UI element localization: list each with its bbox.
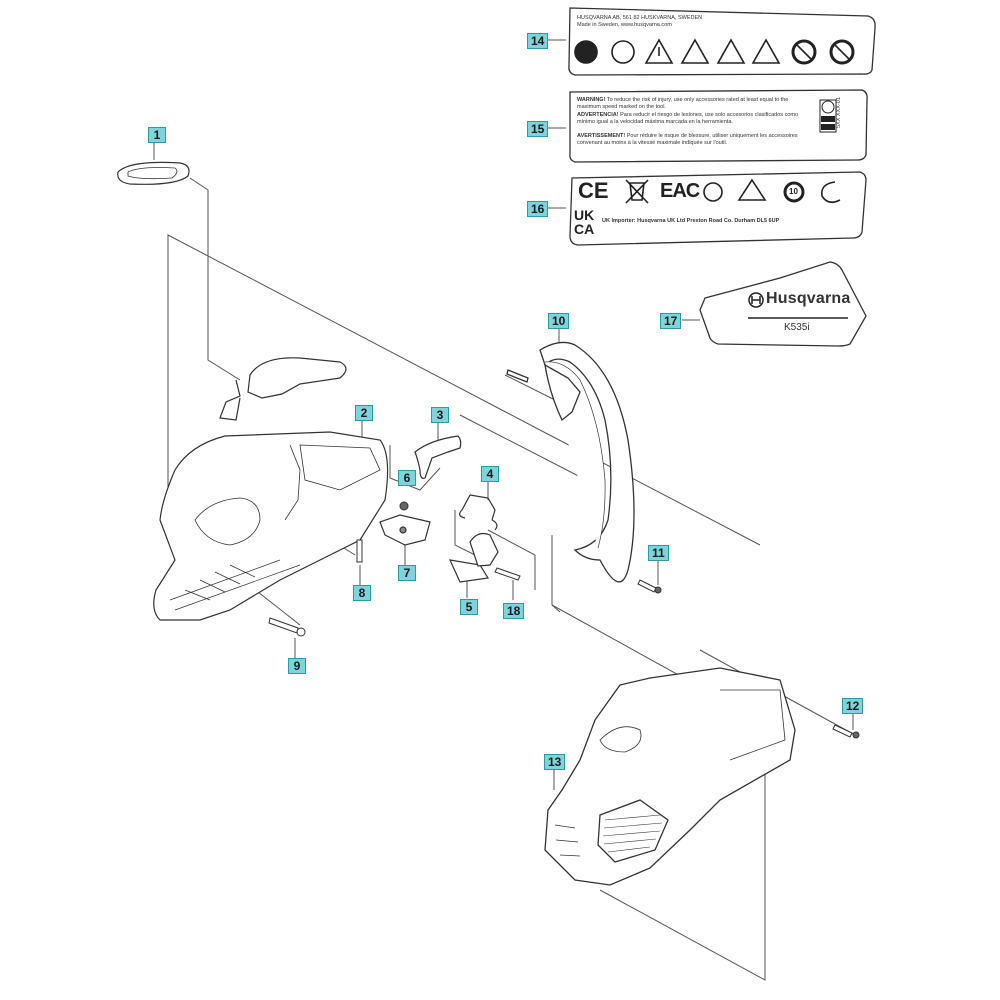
decal-14-safety[interactable] [568,7,876,76]
part-7-switch[interactable] [379,514,431,546]
warning-triangle-icon [644,38,674,64]
no-damaged-blade-icon [791,39,817,65]
callout-13[interactable]: 13 [544,754,566,770]
ce-mark: CE [578,178,609,203]
rcm-icon [737,178,767,201]
callout-5[interactable]: 5 [460,599,478,615]
callout-9[interactable]: 9 [288,658,306,674]
no-wood-cutting-icon [829,39,855,65]
assembly-line-4 [454,510,476,556]
part-3-throttle-trigger[interactable] [414,435,462,479]
decal-16-importer: UK Importer: Husqvarna UK Ltd Preston Ro… [602,218,780,224]
part-12-screw[interactable] [832,724,860,739]
part-5-throttle-lockout[interactable] [448,532,499,583]
eac-mark: EAC [660,180,700,202]
callout-12[interactable]: 12 [842,698,864,714]
ul-mark-icon [819,99,837,133]
decal-15-warning-text: To reduce the risk of injury, use only a… [577,97,789,110]
rohs-icon [703,182,723,202]
callout-16[interactable]: 16 [527,201,549,217]
part-13-starter-cover[interactable] [544,667,796,886]
decal-15-fr-label: AVERTISSEMENT! [577,133,626,139]
decal-15-text-fr: AVERTISSEMENT! Pour réduire le risque de… [577,133,807,146]
dust-warning-icon [716,38,746,64]
assembly-line-11 [551,535,561,613]
ukca-mark-ca: CA [574,221,595,237]
assembly-line-13 [599,690,766,981]
decal-14-line2: Made in Sweden, www.husqvarna.com [577,22,672,28]
decal-15-fr-text: Pour réduire le risque de blessure, util… [577,133,798,146]
part-9-screw[interactable] [268,617,306,637]
decal-14-icons [574,38,855,65]
decal-15-text-en: WARNING! To reduce the risk of injury, u… [577,97,807,110]
decal-15-text-es: ADVERTENCIA! Para reducir el riesgo de l… [577,112,807,125]
decal-17-brand-text: Husqvarna [766,290,851,307]
callout-17[interactable]: 17 [660,313,682,329]
decal-14-line1: HUSQVARNA AB, 561 82 HUSKVARNA, SWEDEN [577,15,703,21]
decal-15-part-code: 5XX XXX-01 [836,97,842,128]
callout-11[interactable]: 11 [648,545,669,561]
decal-15-es-text: Para reducir el riesgo de lesiones, use … [577,112,799,125]
part-11-screw[interactable] [637,579,662,594]
callout-1[interactable]: 1 [148,127,166,143]
husqvarna-logo-icon [748,292,764,308]
decal-17-brand[interactable] [699,261,867,347]
part-2-rear-housing[interactable] [153,357,389,621]
callout-7[interactable]: 7 [398,565,416,581]
callout-10[interactable]: 10 [548,313,570,329]
part-1-intake-grille[interactable] [117,161,190,185]
rohs-10-label: 10 [789,187,798,196]
ukca-mark-uk: UK [574,207,595,223]
assembly-line-housing [167,234,541,500]
assembly-line-18 [487,529,536,590]
c-tick-icon [820,181,841,204]
debris-warning-icon [751,38,781,64]
protective-gear-icon [611,40,635,64]
callout-14[interactable]: 14 [527,33,549,49]
part-4-spring[interactable] [459,494,498,531]
part-8-pin[interactable] [356,539,363,563]
callout-2[interactable]: 2 [355,405,373,421]
callout-8[interactable]: 8 [353,585,371,601]
decal-15-warning[interactable] [569,89,868,163]
weee-icon [625,179,649,204]
callout-4[interactable]: 4 [481,466,499,482]
part-18-pin[interactable] [494,567,521,581]
part-10-front-handle[interactable] [506,341,635,583]
decal-15-es-label: ADVERTENCIA! [577,112,619,118]
kickback-warning-icon [680,38,710,64]
callout-3[interactable]: 3 [431,407,449,423]
decal-16-certification[interactable] [569,171,867,246]
read-manual-icon [574,40,598,64]
decal-17-model-text: K535i [784,322,810,333]
assembly-line-1 [189,177,241,381]
china-rohs-10-icon [783,181,805,203]
callout-6[interactable]: 6 [398,470,416,486]
callout-18[interactable]: 18 [503,603,525,619]
callout-15[interactable]: 15 [527,121,549,137]
decal-15-warning-label: WARNING! [577,97,606,103]
part-6-nut[interactable] [399,501,409,511]
